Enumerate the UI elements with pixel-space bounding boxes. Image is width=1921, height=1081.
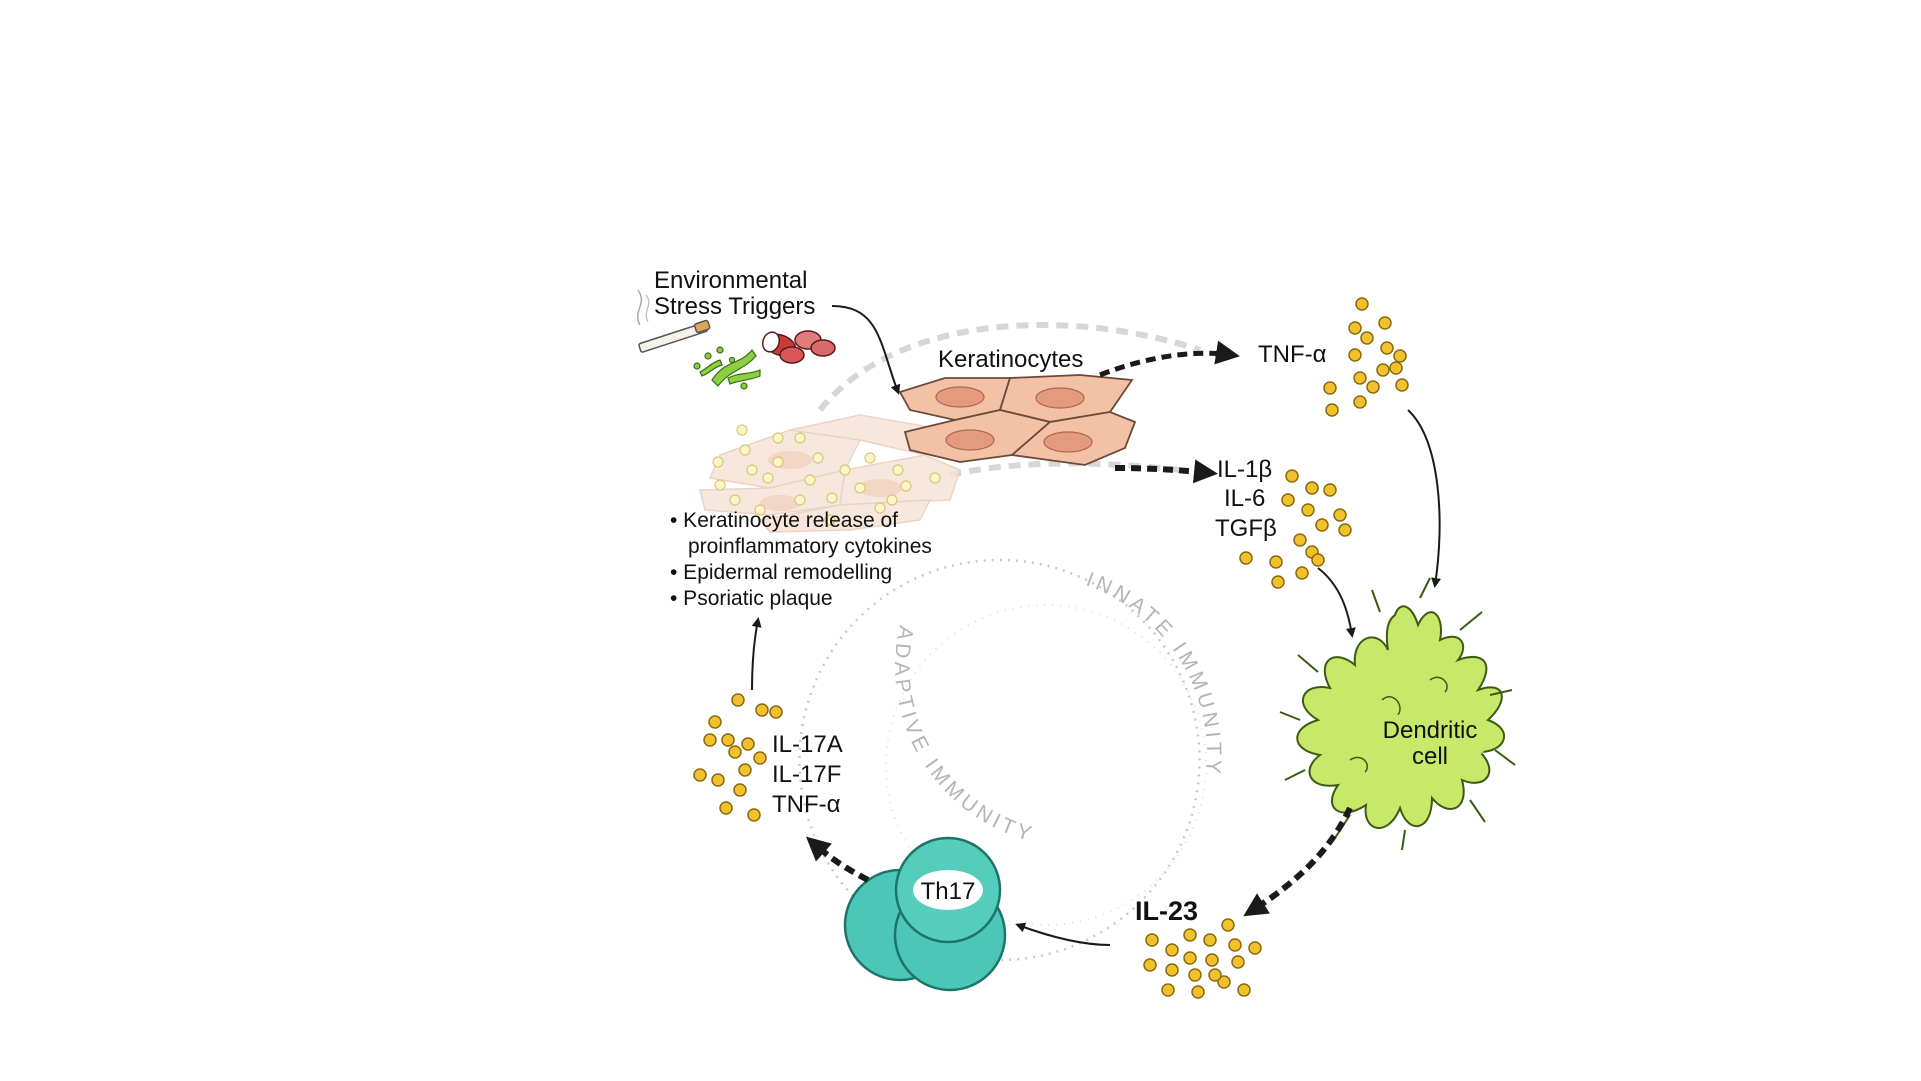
tgfb-label: TGFβ	[1215, 514, 1277, 544]
effect-item: proinflammatory cytokines	[670, 534, 932, 560]
epidermal-effects-list: • Keratinocyte release of proinflammator…	[670, 508, 932, 612]
pills-icon	[760, 330, 835, 363]
arrow-il17-to-keratinocytes	[752, 620, 758, 690]
il17a-label: IL-17A	[772, 730, 843, 760]
dendritic-cell-label-line2: cell	[1370, 742, 1490, 772]
cytokine-cluster-il23	[1144, 919, 1261, 998]
tnf-alpha-left-label: TNF-α	[772, 790, 841, 820]
effect-item: • Psoriatic plaque	[670, 586, 932, 612]
arrow-triggers-to-keratinocytes	[832, 306, 898, 392]
keratinocytes-label: Keratinocytes	[938, 345, 1083, 375]
arrow-th17-to-il17	[812, 842, 868, 880]
tnf-alpha-label: TNF-α	[1258, 340, 1327, 370]
dendritic-cell	[1280, 578, 1515, 850]
adaptive-immunity-label: ADAPTIVE IMMUNITY	[890, 624, 1038, 847]
arrow-tnf-to-dendritic	[1408, 410, 1440, 585]
innate-immunity-label: INNATE IMMUNITY	[1083, 568, 1225, 778]
arrow-keratinocytes-to-tnf	[1100, 353, 1232, 375]
th17-cell	[845, 838, 1005, 990]
th17-label: Th17	[913, 877, 983, 907]
arrow-il23-to-th17	[1018, 925, 1110, 945]
arrow-il1-to-dendritic	[1318, 568, 1352, 635]
il23-label: IL-23	[1135, 895, 1198, 929]
bacteria-icon	[694, 347, 760, 389]
triggers-label-line2: Stress Triggers	[654, 292, 815, 322]
arrow-keratinocytes-to-il1	[1115, 468, 1210, 473]
effect-item: • Keratinocyte release of	[670, 508, 932, 534]
cytokine-cluster-tnf-top	[1324, 298, 1408, 416]
effect-item: • Epidermal remodelling	[670, 560, 932, 586]
arrow-dendritic-to-il23	[1250, 808, 1350, 912]
il1b-label: IL-1β	[1217, 455, 1272, 485]
il6-label: IL-6	[1224, 484, 1265, 514]
keratinocyte-cells	[900, 375, 1135, 465]
cytokine-cluster-il17	[694, 694, 782, 821]
il17f-label: IL-17F	[772, 760, 841, 790]
